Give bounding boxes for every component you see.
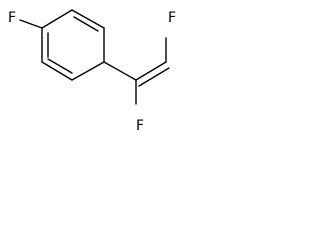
difluorovinyl-group <box>135 37 170 105</box>
vinyl-double-bond-inner <box>138 67 170 87</box>
vinyl-double-bond-outer <box>135 61 167 81</box>
ring-bond-c4-c5 <box>71 61 105 81</box>
ring-inner-double-bond-bottom <box>47 58 73 74</box>
atom-label-fluorine-vinyl-internal: F <box>136 118 144 134</box>
benzene-ring <box>41 9 105 81</box>
ring-inner-double-bond-top <box>73 16 99 32</box>
structure-canvas: F F F <box>0 0 188 138</box>
atom-label-fluorine-vinyl-terminal: F <box>168 10 176 26</box>
ring-bond-c2-c3 <box>71 9 105 29</box>
ring-bond-c1-c2 <box>41 9 73 29</box>
atom-label-fluorine-ring: F <box>8 10 16 26</box>
bond-ring-to-fluorine <box>19 19 43 29</box>
molecule-drawing: F F F <box>8 9 176 134</box>
bond-ring-to-vinyl <box>103 61 137 81</box>
ring-bond-c5-c6 <box>41 61 73 81</box>
